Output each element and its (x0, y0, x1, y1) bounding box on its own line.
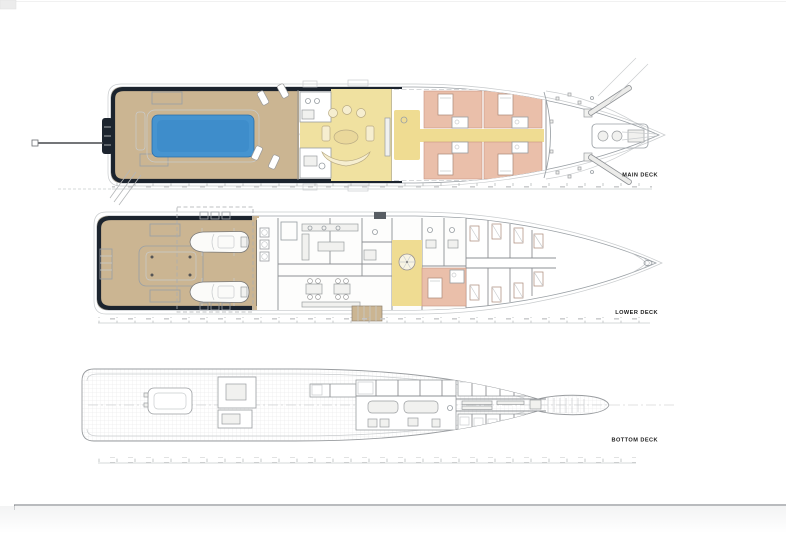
salon-seating (321, 105, 375, 167)
stern-hatch (99, 248, 113, 280)
wheelhouse-front (543, 91, 551, 179)
bottom-deck-plan: BOTTOM DECK (81, 368, 676, 464)
laundry (259, 227, 270, 262)
foredeck (543, 57, 657, 185)
crew-cabins (466, 220, 556, 306)
side-door (374, 212, 386, 219)
aft-deck-stairs-port (151, 91, 183, 105)
gangway (31, 139, 103, 147)
bow-store-rooms (456, 370, 546, 438)
page-corner-chip (0, 0, 17, 10)
lower-deck-label: LOWER DECK (615, 310, 658, 316)
captain-cabin (421, 267, 467, 307)
lower-deck-overhang-line (93, 211, 663, 315)
bow-booms (583, 85, 632, 185)
garage-stairs-port (149, 223, 181, 237)
main-deck-station-ticks (58, 169, 652, 206)
guest-bathrooms (451, 116, 529, 154)
garage-stairs-stbd (149, 289, 181, 303)
guest-cabins (392, 89, 547, 181)
tender-stbd (189, 278, 250, 306)
bottom-deck-station-ticks (98, 457, 636, 464)
main-deck-label: MAIN DECK (622, 173, 658, 179)
machinery-room-a (217, 376, 257, 409)
tv-cabinet (384, 117, 391, 157)
dimension-hatch-mark (109, 169, 142, 206)
skylight-hatches (199, 211, 231, 311)
galley (299, 91, 332, 179)
main-lobby (394, 110, 420, 160)
bow-leader-lines (597, 57, 649, 103)
tender-port (189, 228, 250, 256)
deck-fittings (549, 92, 594, 179)
lower-lobby (392, 240, 422, 306)
swim-platform-steps (104, 126, 111, 146)
page-bottom-shadow (0, 506, 786, 533)
engine-room (355, 379, 457, 431)
stern-platform-lift (138, 245, 204, 287)
bottom-deck-label: BOTTOM DECK (612, 438, 659, 444)
machinery-room-b (217, 409, 253, 429)
salon (297, 89, 393, 181)
coffee-table (333, 129, 359, 145)
crew-galley (301, 223, 359, 261)
aft-tank (143, 387, 193, 415)
corridor (394, 129, 544, 142)
anchor-windlass (591, 123, 657, 149)
pool-bench (135, 111, 146, 151)
crew-stairs (280, 221, 298, 241)
lower-deck-plan: LOWER DECK (93, 206, 663, 324)
crew-mess (301, 278, 361, 308)
lower-deck-station-ticks (98, 317, 650, 324)
main-deck-plan: MAIN DECK (31, 57, 666, 206)
service-corridor (309, 383, 357, 398)
superstructure-outline-dashed (176, 206, 254, 313)
lower-deck-interior (97, 216, 653, 310)
pool (135, 109, 260, 163)
bow-arcs (541, 223, 651, 303)
